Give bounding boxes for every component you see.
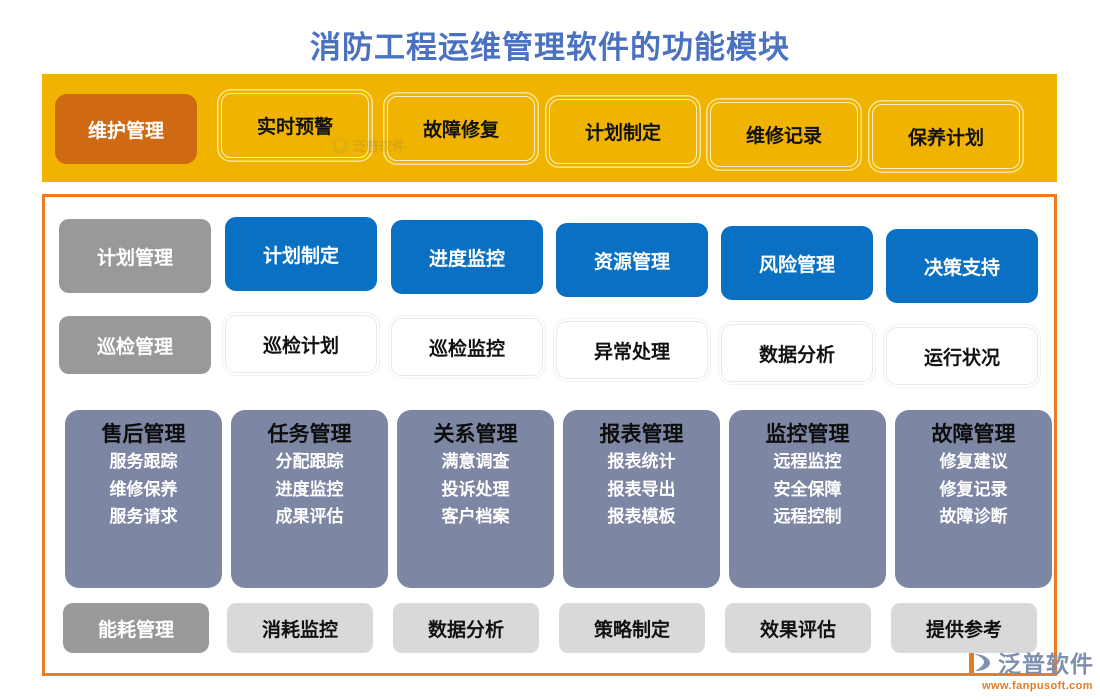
card-sub-2: 成果评估	[275, 507, 344, 527]
card-header: 报表管理	[599, 423, 684, 446]
energy-item-1[interactable]: 数据分析	[393, 603, 539, 653]
module-card-2[interactable]: 关系管理 满意调查 投诉处理 客户档案	[397, 410, 554, 588]
brand-logo-text: 泛普软件	[998, 651, 1094, 677]
card-sub-1: 安全保障	[773, 479, 842, 499]
card-sub-2: 客户档案	[441, 507, 510, 527]
card-sub-0: 满意调查	[441, 452, 510, 472]
fanpu-logo-icon	[966, 649, 993, 676]
module-card-0[interactable]: 售后管理 服务跟踪 维修保养 服务请求	[65, 410, 222, 588]
module-card-1[interactable]: 任务管理 分配跟踪 进度监控 成果评估	[231, 410, 388, 588]
inspection-item-0[interactable]: 巡检计划	[225, 315, 377, 373]
module-card-5[interactable]: 故障管理 修复建议 修复记录 故障诊断	[895, 410, 1052, 588]
card-header: 监控管理	[765, 423, 850, 446]
row-label-plan[interactable]: 计划管理	[59, 219, 211, 293]
card-header: 售后管理	[101, 423, 186, 446]
maintenance-topbar: 维护管理 实时预警 故障修复 计划制定 维修记录 保养计划 泛普软件	[42, 74, 1057, 182]
card-sub-1: 报表导出	[607, 479, 676, 499]
card-sub-0: 分配跟踪	[275, 452, 344, 472]
card-sub-2: 服务请求	[109, 507, 178, 527]
topbar-active-label[interactable]: 维护管理	[55, 94, 197, 164]
topbar-item-4[interactable]: 保养计划	[872, 104, 1020, 169]
row-label-energy[interactable]: 能耗管理	[63, 603, 209, 653]
card-sub-0: 修复建议	[939, 452, 1008, 472]
card-sub-1: 进度监控	[275, 479, 344, 499]
card-sub-0: 服务跟踪	[109, 452, 178, 472]
plan-item-0[interactable]: 计划制定	[225, 217, 377, 291]
card-sub-1: 修复记录	[939, 479, 1008, 499]
modules-frame: 计划管理 计划制定 进度监控 资源管理 风险管理 决策支持 巡检管理 巡检计划 …	[42, 194, 1057, 676]
module-card-3[interactable]: 报表管理 报表统计 报表导出 报表模板	[563, 410, 720, 588]
plan-item-4[interactable]: 决策支持	[886, 229, 1038, 303]
card-header: 关系管理	[433, 423, 518, 446]
row-label-inspection[interactable]: 巡检管理	[59, 316, 211, 374]
brand-logo: 泛普软件 www.fanpusoft.com	[966, 645, 1094, 692]
page-title: 消防工程运维管理软件的功能模块	[310, 30, 790, 65]
plan-item-3[interactable]: 风险管理	[721, 226, 873, 300]
card-header: 任务管理	[267, 423, 352, 446]
card-header: 故障管理	[931, 423, 1016, 446]
card-sub-1: 维修保养	[109, 479, 178, 499]
plan-item-2[interactable]: 资源管理	[556, 223, 708, 297]
card-sub-0: 报表统计	[607, 452, 676, 472]
card-sub-0: 远程监控	[773, 452, 842, 472]
inspection-item-2[interactable]: 异常处理	[556, 321, 708, 379]
brand-logo-row: 泛普软件	[966, 645, 1094, 679]
topbar-item-3[interactable]: 维修记录	[710, 102, 858, 167]
card-sub-1: 投诉处理	[441, 479, 510, 499]
card-sub-2: 报表模板	[607, 507, 676, 527]
topbar-item-1[interactable]: 故障修复	[387, 96, 535, 161]
topbar-item-0[interactable]: 实时预警	[221, 93, 369, 158]
plan-item-1[interactable]: 进度监控	[391, 220, 543, 294]
energy-item-4[interactable]: 提供参考	[891, 603, 1037, 653]
inspection-item-3[interactable]: 数据分析	[721, 324, 873, 382]
inspection-item-4[interactable]: 运行状况	[886, 327, 1038, 385]
brand-logo-url: www.fanpusoft.com	[982, 680, 1093, 692]
energy-item-2[interactable]: 策略制定	[559, 603, 705, 653]
card-sub-2: 远程控制	[773, 507, 842, 527]
module-card-4[interactable]: 监控管理 远程监控 安全保障 远程控制	[729, 410, 886, 588]
card-sub-2: 故障诊断	[939, 507, 1008, 527]
energy-item-3[interactable]: 效果评估	[725, 603, 871, 653]
energy-item-0[interactable]: 消耗监控	[227, 603, 373, 653]
inspection-item-1[interactable]: 巡检监控	[391, 318, 543, 376]
topbar-item-2[interactable]: 计划制定	[549, 99, 697, 164]
